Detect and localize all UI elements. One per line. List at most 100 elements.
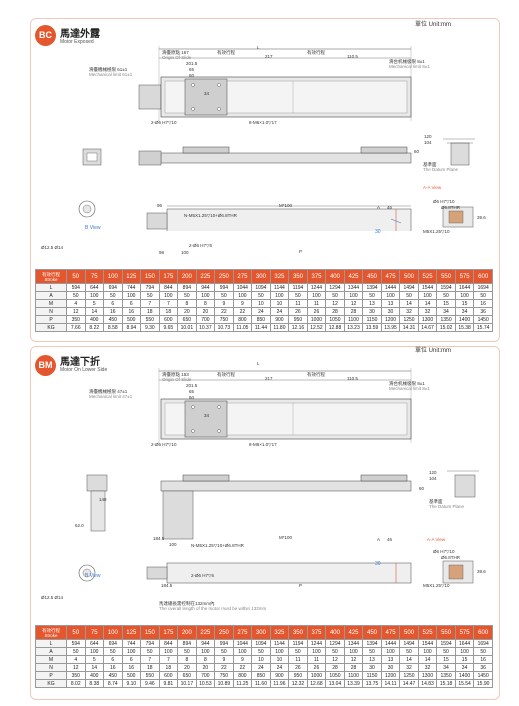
table-cell: 13.75 [362, 679, 382, 688]
table-cell: 1044 [232, 639, 253, 648]
table-cell: 5 [84, 299, 105, 308]
right-dimension: 110.5 [347, 376, 358, 381]
table-cell: 1544 [417, 283, 438, 292]
table-cell: 1594 [436, 639, 456, 648]
table-cell: 650 [177, 671, 197, 680]
origin-label: 滑臺原點 153 [162, 372, 189, 377]
side-dim-60: 60 [419, 486, 425, 491]
aa-height: 39.6 [477, 215, 486, 220]
table-cell: 20 [195, 307, 216, 316]
row-label: A [35, 291, 67, 300]
stroke-cell: 525 [417, 625, 438, 640]
table-cell: 22 [214, 307, 234, 316]
table-cell: 13 [362, 655, 382, 664]
table-cell: 20 [177, 307, 197, 316]
table-cell: 34 [454, 307, 475, 316]
origin-label-en: Origin Of Slide [162, 55, 192, 60]
hole-spec2-label: 2-Ø6 H7▽6 [189, 243, 212, 248]
stroke-label-mid: 有效行程 [217, 372, 235, 377]
dim-98: 98 [159, 250, 165, 255]
mid-dimension: 217 [265, 376, 273, 381]
table-cell: 1400 [454, 315, 475, 324]
table-cell: 26 [306, 307, 327, 316]
table-cell: 32 [399, 307, 419, 316]
table-cell: 15.90 [473, 679, 493, 688]
table-cell: 100 [269, 647, 290, 656]
row-label: 有效行程 Stroke [35, 625, 67, 640]
row-label: M [35, 299, 67, 308]
table-cell: 594 [66, 283, 86, 292]
table-cell: 22 [232, 663, 253, 672]
section-subtitle: Motor On Lower Side [60, 367, 108, 373]
table-cell: 1294 [325, 283, 345, 292]
table-cell: 13 [362, 299, 382, 308]
table-cell: 1050 [325, 315, 345, 324]
table-cell: 1200 [380, 315, 401, 324]
table-cell: 50 [399, 647, 419, 656]
dim-46: 46 [387, 205, 393, 210]
stroke-cell: 400 [325, 625, 345, 640]
table-cell: 100 [84, 291, 105, 300]
table-cell: 9 [232, 655, 253, 664]
table-cell: 600 [158, 671, 179, 680]
table-cell: 900 [269, 671, 290, 680]
table-cell: 14.11 [380, 679, 401, 688]
stroke-cell: 500 [399, 269, 419, 284]
stroke-cell: 325 [269, 625, 290, 640]
table-cell: 100 [417, 647, 438, 656]
table-cell: 1244 [306, 283, 327, 292]
stroke-cell: 225 [195, 269, 216, 284]
aa-view-label: A-A View [427, 537, 446, 542]
table-cell: 9.30 [140, 323, 160, 332]
table-cell: 8.38 [84, 679, 105, 688]
table-cell: 30 [380, 307, 401, 316]
screw-spec-label: 8-M6×1.0▽17 [249, 120, 277, 125]
table-cell: 50 [251, 291, 271, 300]
table-cell: 12 [325, 655, 345, 664]
table-cell: 10 [251, 299, 271, 308]
row-label: L [35, 283, 67, 292]
table-cell: 1450 [473, 315, 493, 324]
stroke-cell: 575 [454, 269, 475, 284]
stroke-cell: 300 [251, 269, 271, 284]
table-cell: 30 [362, 663, 382, 672]
pitch-label: M*100 [279, 535, 293, 540]
small-dims: Ø12.5 Ø14 [41, 595, 64, 600]
table-cell: 12.52 [306, 323, 327, 332]
table-cell: 8 [177, 299, 197, 308]
table-cell: 32 [417, 663, 438, 672]
table-cell: 15.38 [454, 323, 475, 332]
table-cell: 100 [232, 291, 253, 300]
table-cell: 100 [380, 291, 401, 300]
stroke-cell: 125 [121, 625, 142, 640]
table-cell: 11 [306, 655, 327, 664]
table-cell: 1394 [362, 283, 382, 292]
table-cell: 14 [417, 299, 438, 308]
table-cell: 6 [103, 299, 123, 308]
table-cell: 100 [121, 291, 142, 300]
section-badge: BM [35, 355, 56, 376]
slot-spec-label: N-M5X1.25▽10+Ø6.8THR [191, 543, 244, 548]
table-cell: 800 [232, 671, 253, 680]
dim-65: 65 [189, 389, 195, 394]
datum-label: 基準面 [429, 499, 443, 504]
motor-length-note: 馬達總長需控制在132mm內 [159, 601, 215, 606]
table-cell: 794 [140, 283, 160, 292]
side-dim-104: 104 [429, 476, 437, 481]
table-cell: 450 [103, 671, 123, 680]
side-dim-104: 104 [424, 140, 432, 145]
table-cell: 9 [214, 299, 234, 308]
stroke-cell: 350 [288, 625, 308, 640]
aa-dims2: Ø6.8THR [441, 205, 461, 210]
limit-left-label-en: Mechanical limit 61±1 [89, 72, 133, 77]
aa-side: M5X1.25▽10 [423, 583, 450, 588]
table-cell: 1000 [306, 315, 327, 324]
section-bc-card: BC 馬達外露 Motor Exposed 單位 Unit:mm [30, 18, 500, 342]
dim-96: 96 [157, 203, 163, 208]
table-cell: 100 [380, 647, 401, 656]
table-cell: 6 [121, 655, 142, 664]
table-cell: 28 [343, 307, 364, 316]
table-cell: 750 [214, 315, 234, 324]
